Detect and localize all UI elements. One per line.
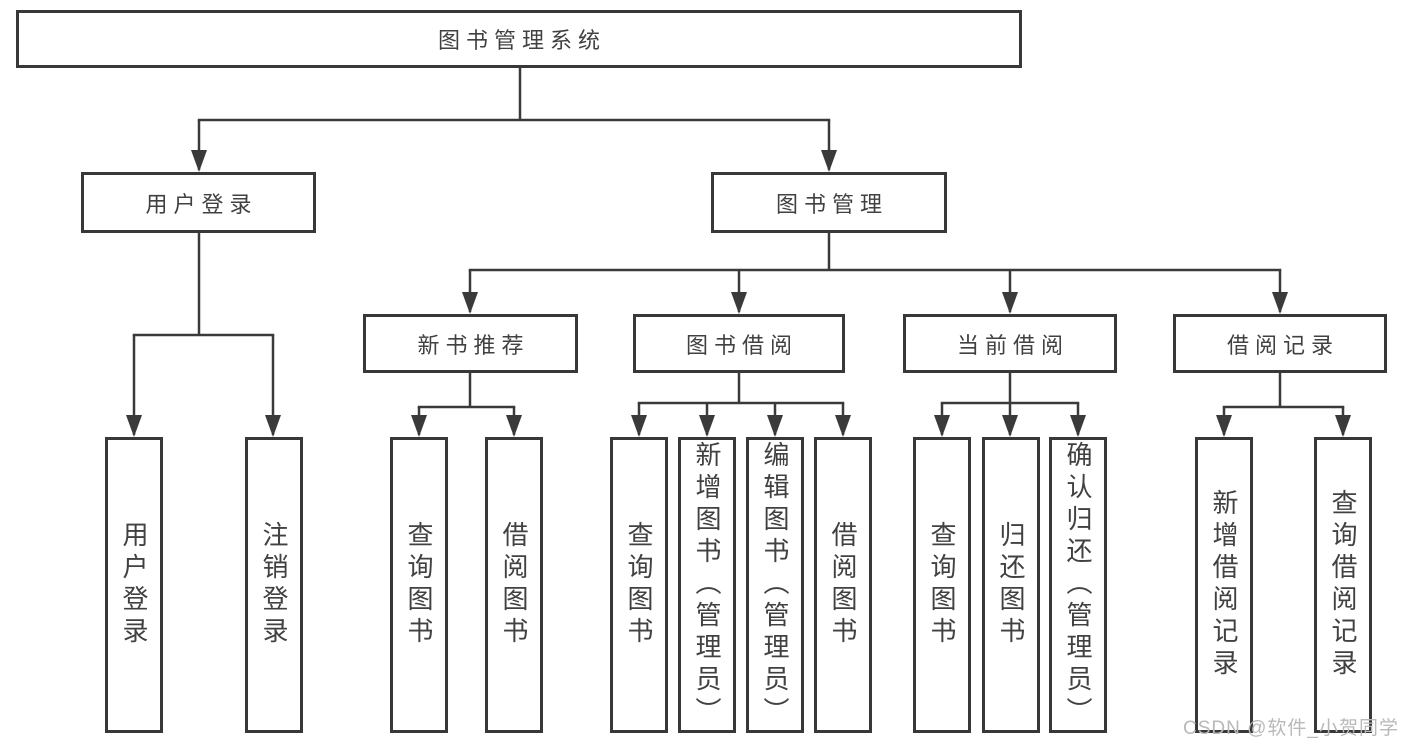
leaf-add-books-admin: 新增图书（管理员）: [678, 437, 736, 733]
node-book-management-branch: 图书管理: [711, 172, 947, 233]
node-user-login-branch: 用户登录: [81, 172, 316, 233]
node-current-borrow: 当前借阅: [903, 314, 1117, 373]
leaf-edit-books-admin: 编辑图书（管理员）: [746, 437, 804, 733]
node-new-book-recommend: 新书推荐: [363, 314, 578, 373]
leaf-return-books: 归还图书: [982, 437, 1040, 733]
csdn-watermark: CSDN @软件_小贺同学: [1183, 718, 1399, 739]
leaf-query-borrow-record: 查询借阅记录: [1314, 437, 1372, 733]
node-book-borrow: 图书借阅: [633, 314, 845, 373]
leaf-add-borrow-record: 新增借阅记录: [1195, 437, 1253, 733]
leaf-query-books-borrow: 查询图书: [610, 437, 668, 733]
leaf-confirm-return-admin: 确认归还（管理员）: [1049, 437, 1107, 733]
leaf-query-books-recommend: 查询图书: [390, 437, 448, 733]
node-root-system: 图书管理系统: [16, 10, 1022, 68]
leaf-query-books-current: 查询图书: [913, 437, 971, 733]
leaf-user-login: 用户登录: [105, 437, 163, 733]
leaf-logout: 注销登录: [245, 437, 303, 733]
arrowheads: [126, 150, 1351, 437]
leaf-borrow-books: 借阅图书: [814, 437, 872, 733]
node-borrow-record: 借阅记录: [1173, 314, 1387, 373]
leaf-borrow-books-recommend: 借阅图书: [485, 437, 543, 733]
